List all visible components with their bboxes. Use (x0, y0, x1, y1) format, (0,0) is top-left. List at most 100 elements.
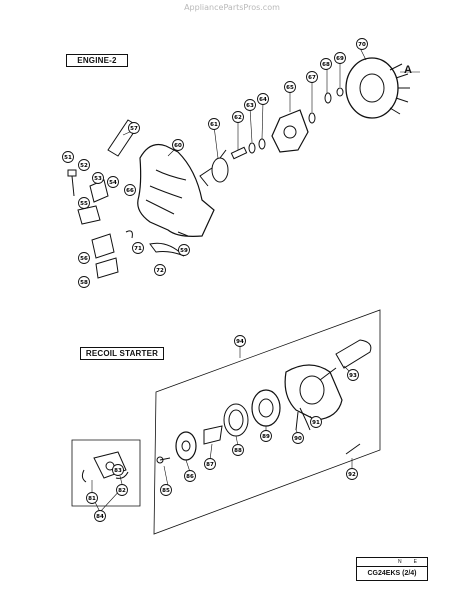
callout-circle-84 (94, 510, 106, 522)
part-spring-88 (223, 403, 249, 437)
part-ratchet (203, 425, 223, 445)
part-bolt (230, 146, 248, 160)
callout-label-81: 81 (88, 496, 96, 502)
callout-label-62: 62 (234, 115, 242, 121)
callout-label-84: 84 (96, 514, 104, 520)
callout-label-91: 91 (312, 420, 320, 426)
callout-label-53: 53 (94, 176, 102, 182)
callout-markers: 5152535455565758596061626364656667686970… (62, 38, 368, 522)
part-nut-69 (336, 87, 344, 97)
part-clutch (271, 109, 309, 153)
callout-label-66: 66 (126, 188, 134, 194)
callout-label-88: 88 (234, 448, 242, 454)
callout-label-63: 63 (246, 103, 254, 109)
callout-label-68: 68 (322, 62, 330, 68)
part-bracket-55 (77, 205, 101, 225)
part-shoe-56 (91, 233, 115, 259)
callout-circle-51 (62, 151, 74, 163)
footer-model-code: CG24EKS (2/4) (367, 570, 417, 577)
callout-label-71: 71 (134, 246, 142, 252)
part-inset-spring (115, 471, 129, 479)
callout-circle-87 (204, 458, 216, 470)
footer-col2: E (413, 559, 417, 565)
callout-circle-92 (346, 468, 358, 480)
callout-circle-61 (208, 118, 220, 130)
callout-circle-93 (347, 369, 359, 381)
callout-circle-60 (172, 139, 184, 151)
callout-circle-83 (112, 464, 124, 476)
callout-label-94: 94 (236, 339, 244, 345)
callout-circle-88 (232, 444, 244, 456)
part-clip-71 (125, 230, 133, 239)
part-screw-59 (177, 231, 189, 237)
engine-section-label: ENGINE-2 (66, 54, 128, 67)
callout-circle-72 (154, 264, 166, 276)
callout-circle-58 (78, 276, 90, 288)
callout-label-64: 64 (259, 97, 267, 103)
callout-label-86: 86 (186, 474, 194, 480)
callout-label-59: 59 (180, 248, 188, 254)
part-screw-85 (159, 457, 171, 461)
part-washer-68 (324, 92, 332, 104)
part-flywheel (345, 57, 399, 119)
callout-circle-66 (124, 184, 136, 196)
callout-label-70: 70 (358, 42, 366, 48)
callout-label-57: 57 (130, 126, 138, 132)
part-handle (335, 339, 372, 369)
part-starter-housing (284, 364, 343, 421)
callout-circle-64 (257, 93, 269, 105)
callout-circle-62 (232, 111, 244, 123)
callout-label-61: 61 (210, 122, 218, 128)
callout-circle-85 (160, 484, 172, 496)
callout-circle-54 (107, 176, 119, 188)
footer-col1: N (398, 559, 402, 565)
footer-box: N E CG24EKS (2/4) (356, 557, 428, 581)
callout-circle-63 (244, 99, 256, 111)
callout-circle-59 (178, 244, 190, 256)
callout-label-93: 93 (349, 373, 357, 379)
part-shoe-58 (95, 257, 119, 279)
part-clutch-drum (211, 157, 229, 183)
callout-label-52: 52 (80, 163, 88, 169)
recoil-section-label: RECOIL STARTER (80, 347, 164, 360)
callout-label-56: 56 (80, 256, 88, 262)
callout-label-90: 90 (294, 436, 302, 442)
callout-circle-94 (234, 335, 246, 347)
part-inset-pawl (93, 451, 127, 479)
callout-label-67: 67 (308, 75, 316, 81)
part-washer-64 (258, 138, 266, 150)
callout-circle-67 (306, 71, 318, 83)
callout-circle-89 (260, 430, 272, 442)
recoil-box (153, 309, 381, 535)
part-washer-63 (248, 142, 256, 154)
callout-circle-57 (128, 122, 140, 134)
callout-circle-82 (116, 484, 128, 496)
callout-circle-53 (92, 172, 104, 184)
callout-circle-90 (292, 432, 304, 444)
callout-label-87: 87 (206, 462, 214, 468)
callout-label-58: 58 (80, 280, 88, 286)
callout-label-72: 72 (156, 268, 164, 274)
callout-circle-86 (184, 470, 196, 482)
part-bolt-92 (345, 443, 361, 455)
callout-circle-81 (86, 492, 98, 504)
inset-box (71, 439, 141, 507)
callout-label-89: 89 (262, 434, 270, 440)
callout-circle-70 (356, 38, 368, 50)
callout-label-69: 69 (336, 56, 344, 62)
callout-label-82: 82 (118, 488, 126, 494)
part-guide-90 (295, 411, 299, 431)
part-screw-51 (71, 175, 75, 197)
part-rope (299, 407, 311, 431)
callout-circle-52 (78, 159, 90, 171)
callout-circle-71 (132, 242, 144, 254)
callout-circle-69 (334, 52, 346, 64)
callout-circle-91 (310, 416, 322, 428)
part-fan-cover (137, 143, 215, 237)
callout-label-55: 55 (80, 201, 88, 207)
part-washer-67 (308, 112, 316, 124)
callout-label-54: 54 (109, 180, 117, 186)
callout-label-83: 83 (114, 468, 122, 474)
callout-label-92: 92 (348, 472, 356, 478)
